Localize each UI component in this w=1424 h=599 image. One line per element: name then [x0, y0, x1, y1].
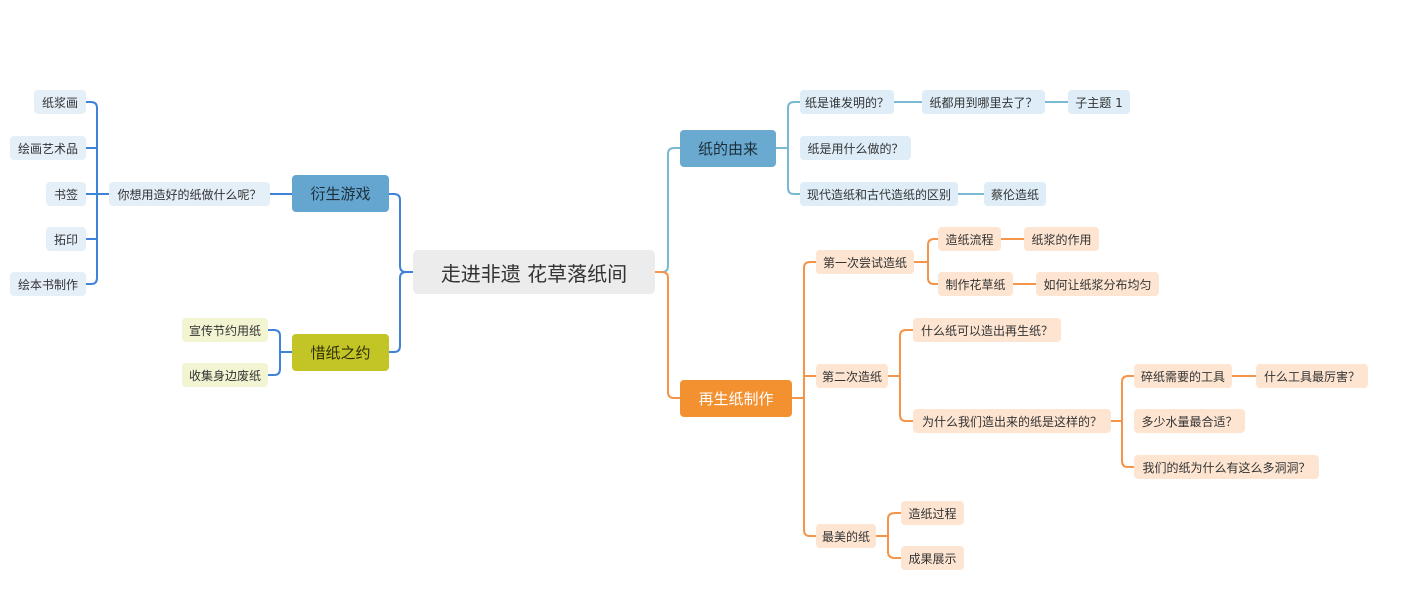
first-process[interactable]: 造纸流程: [938, 227, 1001, 251]
link-recycled-items: [792, 261, 816, 537]
second-shred-tools[interactable]: 碎纸需要的工具: [1134, 364, 1232, 388]
cherish-item-collect[interactable]: 收集身边废纸: [182, 363, 268, 387]
games-item-paper-pulp-painting[interactable]: 纸浆画: [34, 90, 86, 114]
first-flower-paper[interactable]: 制作花草纸: [938, 272, 1013, 296]
third-process[interactable]: 造纸过程: [901, 501, 964, 525]
games-item-picture-book[interactable]: 绘本书制作: [10, 272, 86, 296]
branch-recycled-paper[interactable]: 再生纸制作: [680, 380, 792, 417]
first-pulp-role[interactable]: 纸浆的作用: [1024, 227, 1099, 251]
games-item-bookmark[interactable]: 书签: [46, 182, 86, 206]
link-cherish-items: [268, 329, 292, 376]
origin-where-used[interactable]: 纸都用到哪里去了？: [922, 90, 1045, 114]
branch-cherish-paper[interactable]: 惜纸之约: [292, 334, 389, 371]
link-third-items: [876, 512, 901, 559]
games-item-artwork[interactable]: 绘画艺术品: [10, 136, 86, 160]
first-attempt[interactable]: 第一次尝试造纸: [816, 250, 914, 274]
games-question[interactable]: 你想用造好的纸做什么呢？: [109, 182, 270, 206]
origin-subtopic-1[interactable]: 子主题 1: [1068, 90, 1130, 114]
origin-made-of[interactable]: 纸是用什么做的？: [800, 136, 911, 160]
link-root-games: [389, 193, 413, 273]
link-first-items: [914, 238, 1036, 285]
origin-who-invented[interactable]: 纸是谁发明的？: [800, 90, 894, 114]
first-even-pulp[interactable]: 如何让纸浆分布均匀: [1036, 272, 1159, 296]
second-best-tool[interactable]: 什么工具最厉害？: [1256, 364, 1368, 388]
branch-games[interactable]: 衍生游戏: [292, 175, 389, 212]
branch-paper-origin[interactable]: 纸的由来: [680, 130, 776, 167]
link-root-recycled: [655, 271, 680, 399]
second-attempt[interactable]: 第二次造纸: [816, 364, 888, 388]
games-item-rubbing[interactable]: 拓印: [46, 227, 86, 251]
link-origin-items: [776, 101, 800, 195]
most-beautiful-paper[interactable]: 最美的纸: [816, 524, 876, 548]
second-why-paper[interactable]: 为什么我们造出来的纸是这样的？: [913, 409, 1111, 433]
link-q2-items: [1111, 375, 1256, 468]
second-water-amount[interactable]: 多少水量最合适？: [1134, 409, 1245, 433]
origin-cai-lun[interactable]: 蔡伦造纸: [984, 182, 1046, 206]
link-origin-chain: [894, 101, 1068, 195]
link-question-items: [86, 101, 109, 285]
second-holes[interactable]: 我们的纸为什么有这么多洞洞？: [1134, 455, 1319, 479]
root-topic[interactable]: 走进非遗 花草落纸间: [413, 250, 655, 294]
origin-modern-vs-ancient[interactable]: 现代造纸和古代造纸的区别: [800, 182, 958, 206]
second-which-paper[interactable]: 什么纸可以造出再生纸？: [913, 318, 1061, 342]
third-results[interactable]: 成果展示: [901, 546, 964, 570]
cherish-item-promote[interactable]: 宣传节约用纸: [182, 318, 268, 342]
link-root-origin: [655, 147, 680, 273]
link-second-items: [888, 329, 913, 422]
link-root-cherish: [389, 271, 413, 353]
